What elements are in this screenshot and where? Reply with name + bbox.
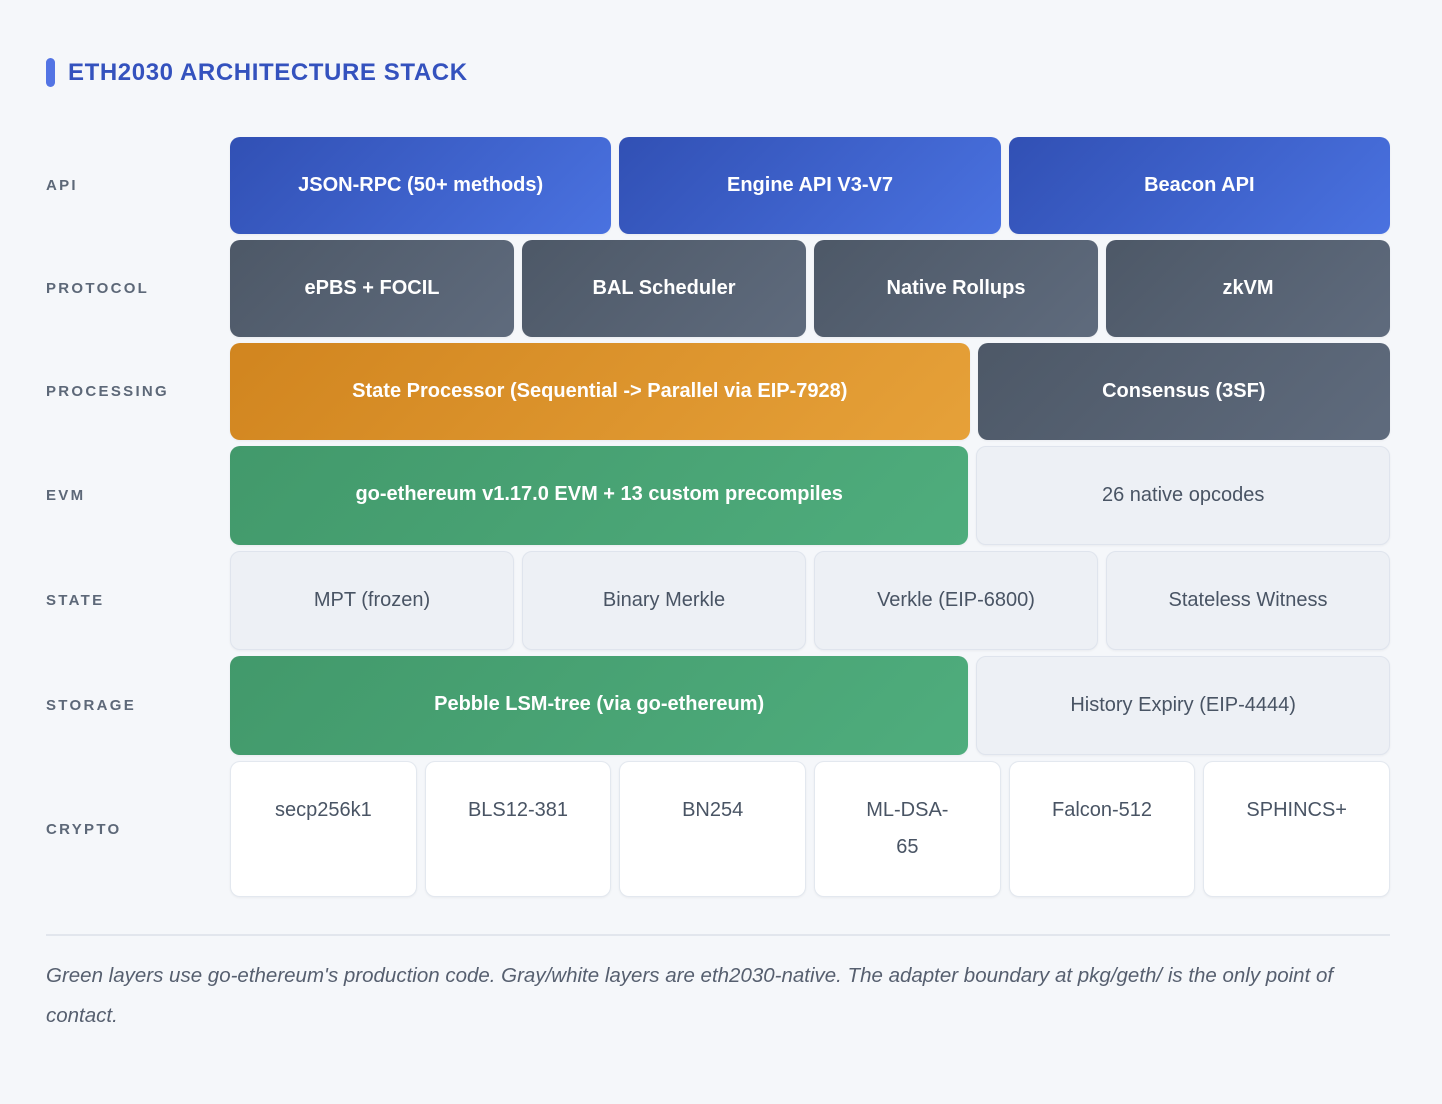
row-label: STATE — [46, 592, 105, 609]
block-label: History Expiry (EIP-4444) — [1070, 694, 1296, 716]
block-state-3: Stateless Witness — [1106, 551, 1390, 650]
row-label: CRYPTO — [46, 820, 122, 838]
block-evm-1: 26 native opcodes — [976, 446, 1390, 545]
block-label: BAL Scheduler — [592, 277, 736, 299]
footer-note: Green layers use go-ethereum's productio… — [46, 964, 1334, 1027]
block-protocol-1: BAL Scheduler — [522, 240, 806, 337]
block-label: ML-DSA-65 — [866, 799, 949, 858]
stack-row-storage: STORAGE Pebble LSM-tree (via go-ethereum… — [46, 656, 1390, 755]
row-cells: ePBS + FOCIL BAL Scheduler Native Rollups z… — [230, 240, 1390, 337]
header: ETH2030 ARCHITECTURE STACK — [46, 58, 1390, 87]
block-crypto-5: SPHINCS+ — [1203, 761, 1391, 897]
block-crypto-4: Falcon-512 — [1008, 761, 1196, 897]
block-processing-1: Consensus (3SF) — [977, 343, 1390, 440]
block-label: JSON-RPC (50+ methods) — [298, 174, 544, 196]
block-label: Falcon-512 — [1051, 799, 1153, 821]
block-api-1: Engine API V3-V7 — [619, 137, 1001, 234]
stack-row-processing: PROCESSING State Processor (Sequential -… — [46, 343, 1390, 440]
block-api-0: JSON-RPC (50+ methods) — [230, 137, 612, 234]
row-cells: MPT (frozen) Binary Merkle Verkle (EIP-680… — [230, 551, 1390, 650]
stack-row-crypto: CRYPTO secp256k1 BLS12-381 BN254 ML-DSA-65 F… — [46, 761, 1391, 897]
block-label: 26 native opcodes — [1101, 484, 1265, 506]
block-label: Consensus (3SF) — [1102, 380, 1266, 402]
block-api-2: Beacon API — [1008, 137, 1390, 234]
stack-row-evm: EVM go-ethereum v1.17.0 EVM + 13 custom … — [46, 446, 1390, 545]
block-crypto-3: ML-DSA-65 — [814, 761, 1001, 897]
block-label: Native Rollups — [886, 277, 1026, 299]
block-label: Verkle (EIP-6800) — [877, 589, 1035, 611]
block-label: MPT (frozen) — [313, 589, 431, 611]
block-storage-1: History Expiry (EIP-4444) — [976, 656, 1390, 755]
block-label: Stateless Witness — [1168, 589, 1328, 611]
row-cells: State Processor (Sequential -> Parallel … — [230, 343, 1390, 440]
block-state-0: MPT (frozen) — [230, 551, 514, 650]
row-label: EVM — [46, 487, 86, 504]
stack-row-state: STATE MPT (frozen) Binary Merkle Verkle (E… — [46, 551, 1390, 650]
block-label: Engine API V3-V7 — [727, 174, 893, 196]
block-label: State Processor (Sequential -> Parallel … — [352, 380, 848, 402]
stack-row-api: API JSON-RPC (50+ methods) Engine API V3-… — [46, 137, 1390, 234]
block-protocol-3: zkVM — [1106, 240, 1390, 337]
block-state-1: Binary Merkle — [522, 551, 806, 650]
block-label: BN254 — [682, 799, 744, 821]
accent-bar-icon — [46, 58, 55, 87]
block-crypto-1: BLS12-381 — [424, 761, 612, 897]
row-label: PROTOCOL — [46, 280, 150, 297]
block-state-2: Verkle (EIP-6800) — [814, 551, 1098, 650]
row-label: API — [46, 177, 78, 194]
block-label: ePBS + FOCIL — [304, 277, 440, 299]
footer-divider — [46, 934, 1390, 936]
block-label: secp256k1 — [274, 799, 372, 821]
block-crypto-0: secp256k1 — [230, 761, 417, 897]
row-label: STORAGE — [46, 697, 137, 714]
block-label: go-ethereum v1.17.0 EVM + 13 custom prec… — [355, 483, 843, 505]
row-cells: Pebble LSM-tree (via go-ethereum) History… — [230, 656, 1390, 755]
block-label: Binary Merkle — [602, 589, 726, 611]
row-label: PROCESSING — [46, 383, 170, 400]
block-label: zkVM — [1222, 277, 1274, 299]
block-crypto-2: BN254 — [619, 761, 807, 897]
block-storage-0: Pebble LSM-tree (via go-ethereum) — [230, 656, 969, 755]
row-cells: JSON-RPC (50+ methods) Engine API V3-V7 Be… — [230, 137, 1390, 234]
stack-diagram: API JSON-RPC (50+ methods) Engine API V3-… — [46, 137, 1391, 897]
block-protocol-0: ePBS + FOCIL — [230, 240, 514, 337]
block-label: Pebble LSM-tree (via go-ethereum) — [434, 693, 765, 715]
row-cells: go-ethereum v1.17.0 EVM + 13 custom prec… — [230, 446, 1390, 545]
block-processing-0: State Processor (Sequential -> Parallel … — [230, 343, 970, 440]
block-label: BLS12-381 — [467, 799, 569, 821]
row-cells: secp256k1 BLS12-381 BN254 ML-DSA-65 Falcon-5… — [230, 761, 1391, 897]
stack-row-protocol: PROTOCOL ePBS + FOCIL BAL Scheduler Native… — [46, 240, 1390, 337]
page-title: ETH2030 ARCHITECTURE STACK — [68, 58, 468, 86]
block-evm-0: go-ethereum v1.17.0 EVM + 13 custom prec… — [230, 446, 969, 545]
block-protocol-2: Native Rollups — [814, 240, 1098, 337]
block-label: Beacon API — [1144, 174, 1255, 196]
block-label: SPHINCS+ — [1246, 799, 1347, 821]
